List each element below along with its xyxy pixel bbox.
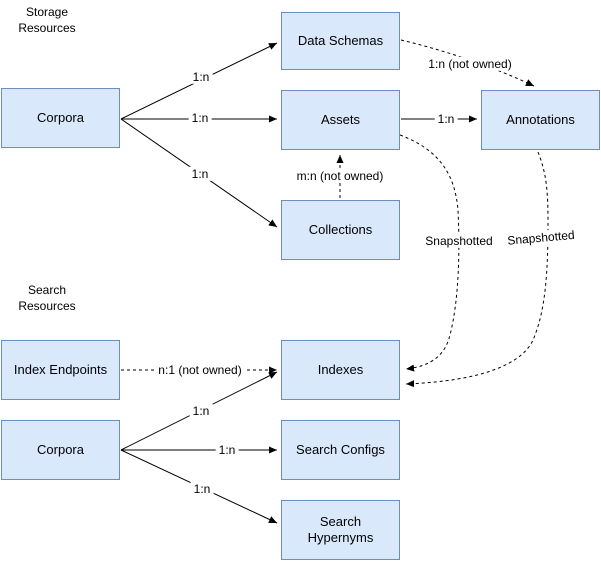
node-indexes: Indexes xyxy=(281,340,400,400)
node-collections: Collections xyxy=(281,200,400,260)
edge-label-index-endpoints-to-indexes: n:1 (not owned) xyxy=(155,362,245,378)
edge-annotations-to-indexes xyxy=(405,151,549,388)
node-data-schemas: Data Schemas xyxy=(281,12,400,70)
edge-label-corpora-search-to-indexes: 1:n xyxy=(189,403,213,419)
edge-label-corpora-search-to-search-hypernyms: 1:n xyxy=(190,481,214,497)
section-label-search-resources: Search Resources xyxy=(18,283,76,313)
node-assets: Assets xyxy=(281,90,400,150)
node-corpora-search: Corpora xyxy=(1,420,120,480)
node-annotations: Annotations xyxy=(481,90,600,150)
edge-label-collections-to-assets: m:n (not owned) xyxy=(293,168,387,184)
edge-assets-to-indexes xyxy=(399,134,460,372)
edge-label-data-schemas-to-annotations: 1:n (not owned) xyxy=(425,56,515,72)
edge-label-corpora-search-to-search-configs: 1:n xyxy=(215,442,239,458)
edge-label-corpora-to-data-schemas: 1:n xyxy=(189,69,213,85)
node-index-endpoints: Index Endpoints xyxy=(1,340,120,400)
section-label-storage-resources: Storage Resources xyxy=(18,5,76,35)
edge-label-corpora-to-collections: 1:n xyxy=(188,166,212,182)
node-corpora-storage: Corpora xyxy=(1,88,120,148)
edge-label-assets-to-annotations: 1:n xyxy=(434,111,458,127)
edge-label-corpora-to-assets: 1:n xyxy=(188,110,212,126)
node-search-hypernyms: Search Hypernyms xyxy=(281,500,400,560)
node-search-configs: Search Configs xyxy=(281,420,400,480)
edge-label-assets-to-indexes-snapshotted: Snapshotted xyxy=(422,233,496,249)
